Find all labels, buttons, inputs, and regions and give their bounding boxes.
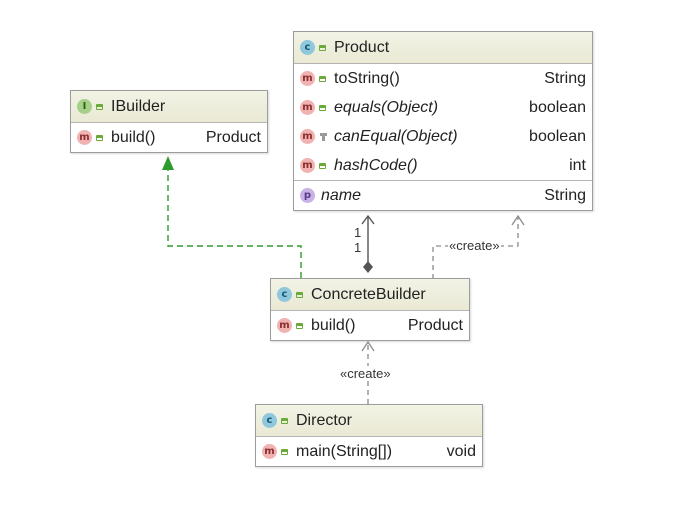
field-name: name [321, 186, 362, 204]
protected-icon [319, 132, 328, 142]
field-row[interactable]: p name String [294, 180, 592, 210]
method-name: canEqual(Object) [334, 127, 458, 145]
realization-arrowhead [162, 156, 174, 170]
method-name: hashCode() [334, 156, 418, 174]
method-icon: m [300, 158, 315, 173]
method-row[interactable]: m toString() String [294, 64, 592, 93]
method-type: void [446, 442, 476, 460]
public-icon [319, 43, 328, 53]
method-icon: m [262, 444, 277, 459]
method-icon: m [77, 130, 92, 145]
class-director-header[interactable]: c Director [256, 405, 482, 437]
property-icon: p [300, 188, 315, 203]
method-row[interactable]: m equals(Object) boolean [294, 93, 592, 122]
method-row[interactable]: m build() Product [271, 311, 469, 340]
class-product-title: Product [334, 38, 390, 56]
method-type: int [569, 156, 586, 174]
public-icon [319, 74, 328, 84]
method-icon: m [300, 129, 315, 144]
method-name: toString() [334, 69, 400, 87]
create-label-director: «create» [339, 366, 392, 381]
class-icon: c [262, 413, 277, 428]
field-type: String [544, 186, 586, 204]
composition-arrow [361, 214, 375, 225]
method-type: boolean [529, 127, 586, 145]
class-icon: c [300, 40, 315, 55]
public-icon [96, 102, 105, 112]
create-dependency-arrow [511, 214, 525, 226]
multiplicity-product: 1 [354, 225, 362, 240]
class-director[interactable]: c Director m main(String[]) void [255, 404, 483, 467]
class-concrete-builder[interactable]: c ConcreteBuilder m build() Product [270, 278, 470, 341]
create-label-product: «create» [448, 238, 501, 253]
method-type: Product [205, 128, 261, 146]
method-icon: m [300, 71, 315, 86]
director-dependency-arrow [361, 340, 375, 352]
interface-ibuilder-header[interactable]: I IBuilder [71, 91, 267, 123]
method-row[interactable]: m main(String[]) void [256, 437, 482, 466]
class-product-header[interactable]: c Product [294, 32, 592, 64]
class-icon: c [277, 287, 292, 302]
interface-ibuilder[interactable]: I IBuilder m build() Product [70, 90, 268, 153]
public-icon [281, 416, 290, 426]
interface-ibuilder-title: IBuilder [111, 97, 166, 115]
method-name: main(String[]) [296, 442, 393, 460]
public-icon [296, 290, 305, 300]
realization-line [167, 168, 302, 278]
class-director-title: Director [296, 411, 353, 429]
public-icon [296, 321, 305, 331]
multiplicity-builder: 1 [354, 240, 362, 255]
method-name: equals(Object) [334, 98, 439, 116]
class-concrete-builder-title: ConcreteBuilder [311, 285, 426, 303]
method-icon: m [277, 318, 292, 333]
method-type: boolean [529, 98, 586, 116]
class-product[interactable]: c Product m toString() String m equals(O… [293, 31, 593, 211]
method-row[interactable]: m hashCode() int [294, 151, 592, 180]
public-icon [281, 447, 290, 457]
method-type: String [544, 69, 586, 87]
method-row[interactable]: m canEqual(Object) boolean [294, 122, 592, 151]
public-icon [96, 133, 105, 143]
method-type: Product [407, 316, 463, 334]
method-name: build() [111, 128, 156, 146]
method-row[interactable]: m build() Product [71, 123, 267, 152]
method-icon: m [300, 100, 315, 115]
composition-diamond [363, 261, 373, 273]
method-name: build() [311, 316, 356, 334]
public-icon [319, 103, 328, 113]
public-icon [319, 161, 328, 171]
class-concrete-builder-header[interactable]: c ConcreteBuilder [271, 279, 469, 311]
interface-icon: I [77, 99, 92, 114]
